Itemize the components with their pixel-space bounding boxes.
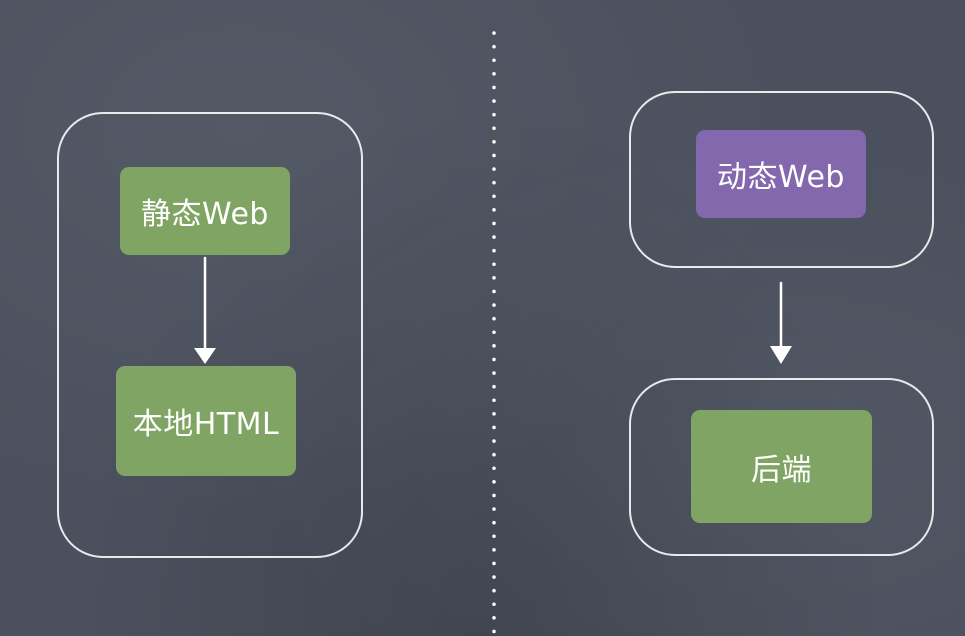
left-frame: [57, 112, 363, 558]
right-bottom-frame: [629, 378, 934, 556]
right-top-frame: [629, 91, 934, 268]
local-html-node: 本地HTML: [116, 366, 296, 476]
backend-label: 后端: [751, 452, 812, 488]
dynamic-web-label: 动态Web: [717, 160, 845, 195]
arrow-static-to-local: [194, 256, 216, 364]
backend-node: 后端: [691, 410, 872, 523]
arrow-dynamic-to-backend: [770, 281, 792, 364]
static-web-label: 静态Web: [141, 197, 269, 232]
local-html-label: 本地HTML: [132, 407, 280, 442]
dotted-divider: [492, 31, 496, 636]
dynamic-web-node: 动态Web: [696, 130, 866, 218]
static-web-node: 静态Web: [120, 167, 290, 255]
